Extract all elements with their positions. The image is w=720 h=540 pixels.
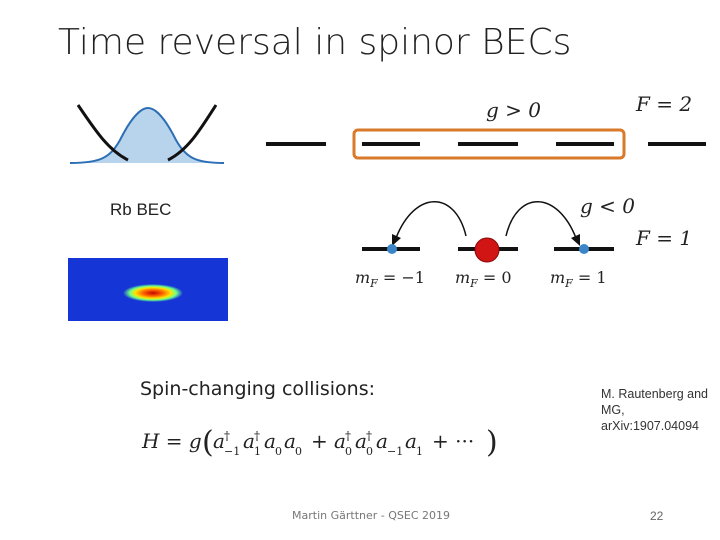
- mf-0-label: mF = 0: [455, 268, 512, 290]
- svg-text:): ): [486, 425, 498, 460]
- svg-text:a: a: [355, 429, 367, 453]
- page-number: 22: [650, 509, 664, 523]
- spin-changing-label: Spin-changing collisions:: [140, 378, 376, 400]
- atom-mf-plus1: [579, 244, 589, 254]
- svg-text:†: †: [224, 429, 230, 443]
- svg-text:a: a: [264, 429, 276, 453]
- mf-plus1-label: mF = 1: [550, 268, 607, 290]
- svg-text:†: †: [254, 429, 260, 443]
- f1-label: F = 1: [635, 226, 692, 250]
- svg-text:+ ···: + ···: [432, 429, 474, 453]
- g-positive-label: g > 0: [486, 98, 541, 122]
- reference-citation: M. Rautenberg and MG, arXiv:1907.04094: [601, 387, 709, 433]
- gaussian-density: [70, 108, 224, 163]
- atom-mf-0: [474, 237, 500, 263]
- bec-absorption-image: [68, 258, 228, 321]
- svg-text:a: a: [334, 429, 346, 453]
- arrow-right: [505, 201, 577, 239]
- f2-label: F = 2: [635, 92, 692, 116]
- trap-potential-right: [167, 104, 218, 162]
- mf-minus1-label: mF = −1: [355, 268, 425, 290]
- trap-illustration: [69, 104, 225, 164]
- arrow-left: [395, 201, 467, 239]
- gaussian-outline: [69, 106, 225, 164]
- svg-text:a: a: [376, 429, 388, 453]
- g-negative-label: g < 0: [580, 194, 635, 218]
- svg-text:†: †: [366, 429, 372, 443]
- svg-text:0: 0: [345, 445, 352, 458]
- footer-text: Martin Gärttner - QSEC 2019: [292, 509, 450, 522]
- svg-text:1: 1: [416, 445, 423, 458]
- svg-text:0: 0: [366, 445, 373, 458]
- trap-potential-left: [76, 104, 129, 162]
- svg-text:H = g: H = g: [141, 429, 202, 453]
- svg-text:(: (: [202, 425, 214, 460]
- svg-text:a: a: [284, 429, 296, 453]
- svg-text:a: a: [213, 429, 225, 453]
- svg-text:†: †: [345, 429, 351, 443]
- svg-text:+: +: [311, 429, 328, 453]
- svg-text:0: 0: [295, 445, 302, 458]
- slide-title: Time reversal in spinor BECs: [58, 22, 572, 63]
- svg-text:0: 0: [275, 445, 282, 458]
- rb-bec-label: Rb BEC: [110, 200, 172, 219]
- transfer-arrows: [392, 201, 580, 246]
- svg-text:a: a: [243, 429, 255, 453]
- atom-mf-minus1: [387, 244, 397, 254]
- highlight-box: [352, 128, 626, 160]
- svg-text:−1: −1: [224, 445, 240, 458]
- svg-text:a: a: [405, 429, 417, 453]
- svg-text:1: 1: [254, 445, 261, 458]
- svg-text:−1: −1: [387, 445, 403, 458]
